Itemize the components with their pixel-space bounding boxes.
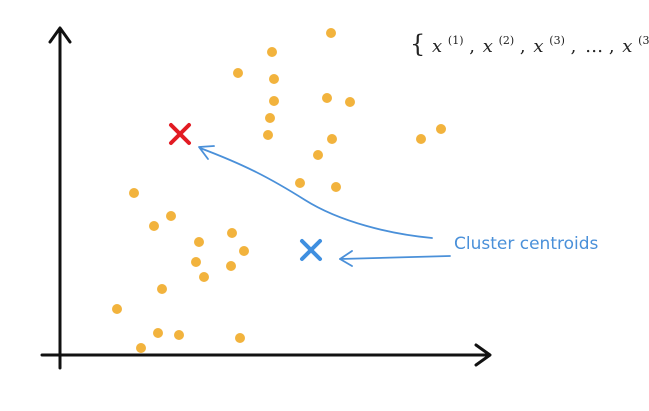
- red-centroid-marker: [169, 123, 191, 145]
- data-point-11: [313, 150, 323, 160]
- var-1: x: [432, 36, 442, 57]
- data-point-23: [226, 261, 236, 271]
- data-point-17: [166, 211, 176, 221]
- arrow-to-blue-centroid: [339, 255, 451, 260]
- brace-open: {: [410, 30, 425, 58]
- data-point-2: [326, 28, 336, 38]
- data-points: [112, 28, 446, 353]
- x-axis-arrowhead: [474, 343, 492, 367]
- sup-3: (3): [549, 34, 565, 47]
- data-point-26: [112, 304, 122, 314]
- data-point-12: [295, 178, 305, 188]
- data-point-28: [174, 330, 184, 340]
- centroids: [169, 123, 322, 261]
- data-point-7: [269, 96, 279, 106]
- red-centroid-marker-stroke-2: [169, 123, 191, 145]
- ellipsis: …: [585, 36, 603, 57]
- data-point-24: [199, 272, 209, 282]
- set-notation: { x (1) , x (2) , x (3) , … , x (30) }: [410, 28, 649, 58]
- data-point-25: [157, 284, 167, 294]
- sup-2: (2): [499, 34, 515, 47]
- data-point-30: [136, 343, 146, 353]
- var-30: x: [622, 36, 632, 57]
- comma-1: ,: [469, 36, 475, 57]
- axes: [40, 26, 492, 370]
- data-point-22: [191, 257, 201, 267]
- data-point-20: [194, 237, 204, 247]
- arrow-to-red-centroid: [199, 147, 433, 239]
- data-point-21: [239, 246, 249, 256]
- data-point-13: [331, 182, 341, 192]
- data-point-14: [436, 124, 446, 134]
- y-axis-arrowhead: [48, 26, 72, 44]
- var-3: x: [533, 36, 543, 57]
- comma-2: ,: [520, 36, 526, 57]
- annotation-label: Cluster centroids: [454, 234, 599, 254]
- data-point-16: [129, 188, 139, 198]
- sup-30: (30): [638, 34, 649, 47]
- annotation-arrows: [198, 145, 451, 267]
- data-point-4: [269, 74, 279, 84]
- data-point-8: [265, 113, 275, 123]
- arrow-to-red-centroid-head: [198, 145, 215, 160]
- data-point-3: [233, 68, 243, 78]
- data-point-1: [267, 47, 277, 57]
- data-point-27: [153, 328, 163, 338]
- data-point-6: [345, 97, 355, 107]
- comma-4: ,: [609, 36, 615, 57]
- sup-1: (1): [448, 34, 464, 47]
- data-point-9: [263, 130, 273, 140]
- data-point-10: [327, 134, 337, 144]
- blue-centroid-marker-stroke-2: [300, 239, 322, 261]
- data-point-5: [322, 93, 332, 103]
- data-point-19: [227, 228, 237, 238]
- var-2: x: [483, 36, 493, 57]
- arrow-to-blue-centroid-head: [339, 250, 353, 267]
- data-point-15: [416, 134, 426, 144]
- data-point-18: [149, 221, 159, 231]
- comma-3: ,: [571, 36, 577, 57]
- data-point-29: [235, 333, 245, 343]
- blue-centroid-marker: [300, 239, 322, 261]
